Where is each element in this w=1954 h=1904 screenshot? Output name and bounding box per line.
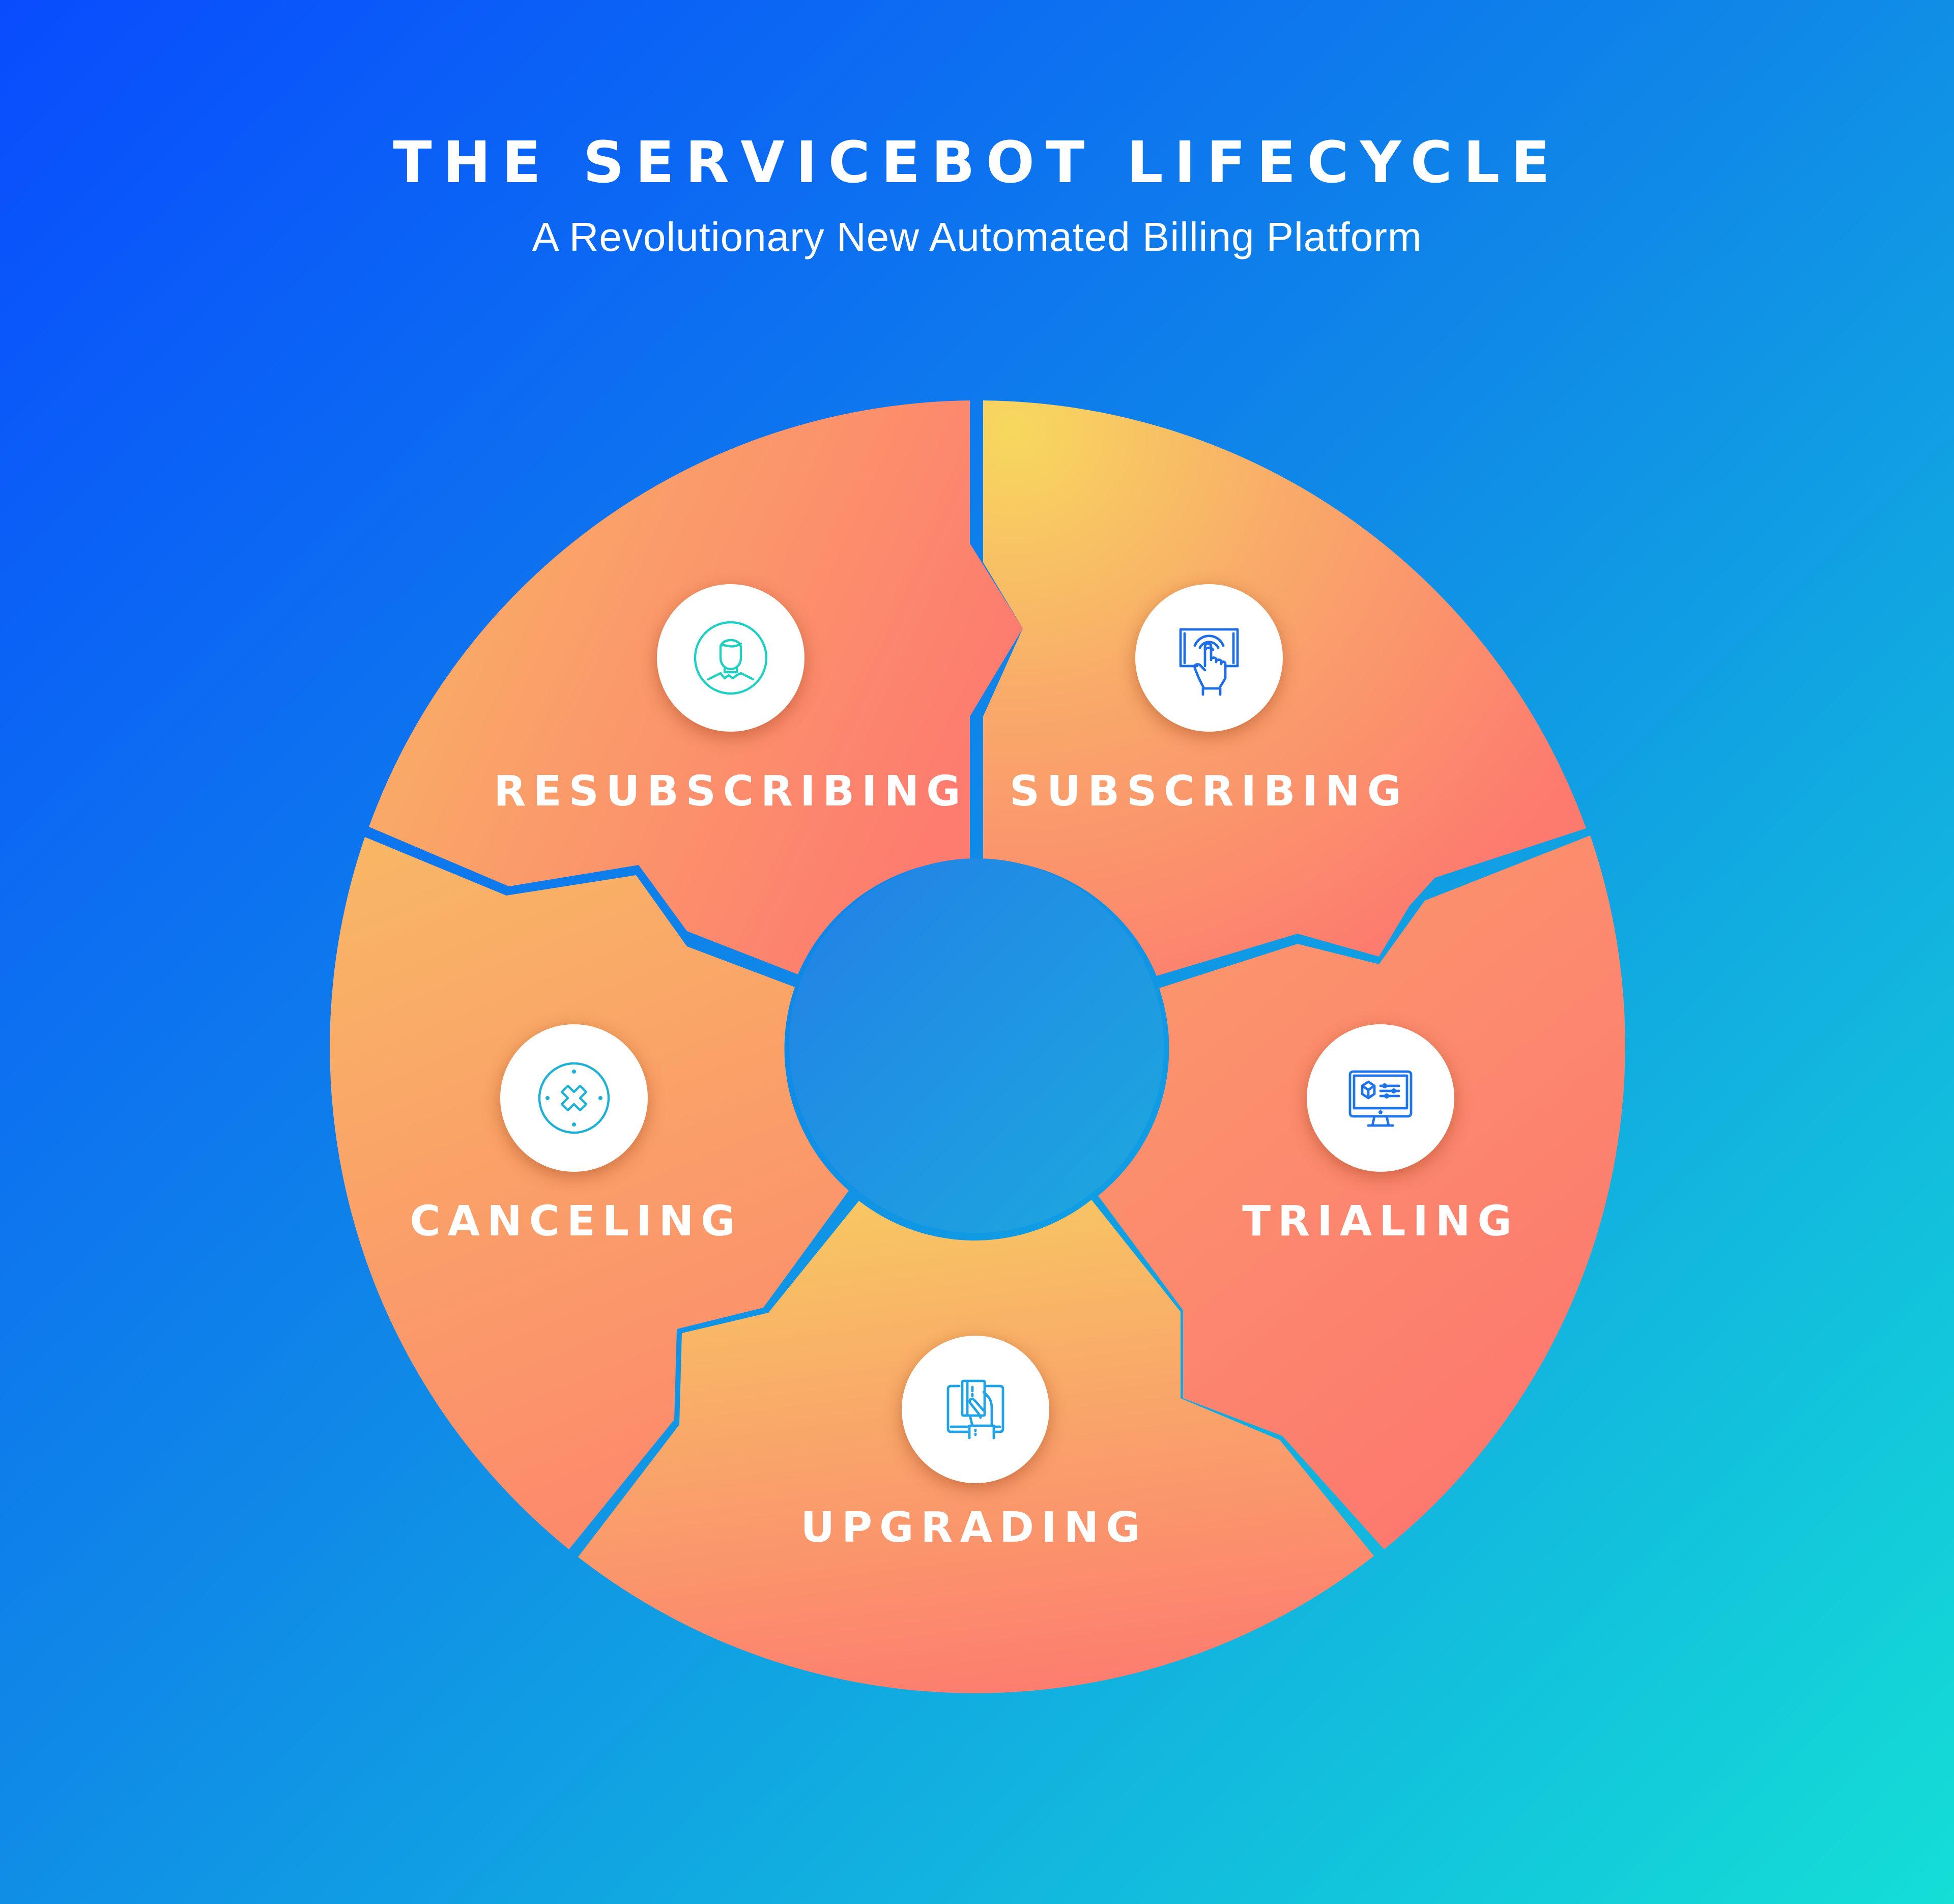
trialing-icon-badge[interactable] (1307, 1024, 1454, 1172)
person-avatar-icon (694, 621, 768, 695)
touch-screen-hand-icon (1179, 628, 1239, 696)
page-subtitle: A Revolutionary New Automated Billing Pl… (532, 214, 1422, 259)
segment-subscribing[interactable] (983, 400, 1586, 976)
center-circle (789, 858, 1164, 1233)
monitor-cube-sliders-icon (1348, 1070, 1413, 1127)
canceling-icon-badge[interactable] (500, 1024, 648, 1172)
segment-trialing[interactable] (1098, 835, 1625, 1549)
page-title: THE SERVICEBOT LIFECYCLE (393, 130, 1561, 196)
hand-credit-card-icon (946, 1379, 1004, 1439)
subscribing-icon-badge[interactable] (1135, 584, 1283, 732)
segment-canceling[interactable] (330, 837, 849, 1549)
stage-label-trialing: TRIALING (1242, 1197, 1519, 1246)
cancel-x-circle-icon (538, 1062, 610, 1134)
stage-label-canceling: CANCELING (410, 1197, 742, 1246)
stage-label-subscribing: SUBSCRIBING (1010, 767, 1409, 816)
stage-label-upgrading: UPGRADING (800, 1504, 1147, 1552)
stage-label-resubscribing: RESUBSCRIBING (494, 767, 968, 816)
upgrading-icon-badge[interactable] (902, 1336, 1049, 1483)
resubscribing-icon-badge[interactable] (657, 584, 804, 732)
